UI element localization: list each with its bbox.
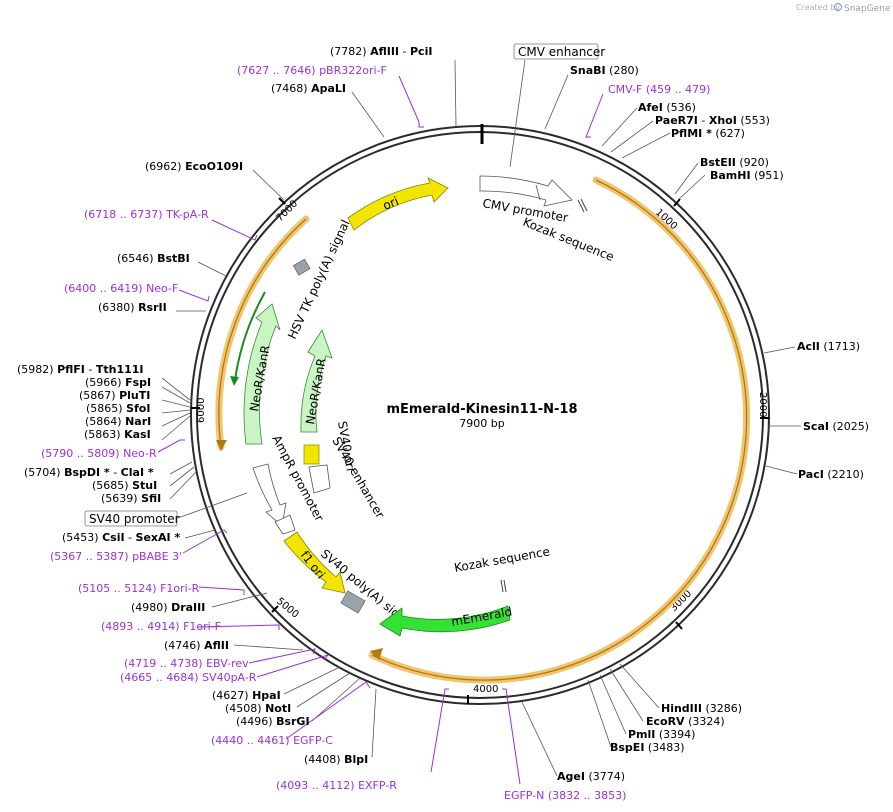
ampr-promoter-feature[interactable] bbox=[252, 463, 287, 527]
neo-orf-arrowhead bbox=[216, 440, 227, 451]
primer-exfp-r[interactable]: (4093 .. 4112) EXFP-R bbox=[276, 779, 397, 792]
site-fspi[interactable]: (5966) FspI bbox=[85, 376, 151, 389]
site-nari[interactable]: (5864) NarI bbox=[85, 415, 151, 428]
site-agei[interactable]: AgeI (3774) bbox=[557, 770, 625, 783]
site-blpi[interactable]: (4408) BlpI bbox=[304, 753, 368, 766]
sv40-ori-feature[interactable] bbox=[303, 444, 320, 465]
site-leaders bbox=[161, 59, 801, 777]
backbone-inner-ring bbox=[196, 131, 764, 699]
site-paer7i-xhoi[interactable]: PaeR7I - XhoI (553) bbox=[655, 114, 770, 127]
orf-arc-line bbox=[371, 179, 748, 681]
primer-neo-r[interactable]: (5790 .. 5809) Neo-R bbox=[41, 447, 157, 460]
cmv-enhancer-leader bbox=[509, 59, 526, 168]
primer-labels: (7627 .. 7646) pBR322ori-F CMV-F (459 ..… bbox=[41, 64, 710, 802]
site-rsrii[interactable]: (6380) RsrII bbox=[98, 301, 167, 314]
hsv-tk-label: HSV TK poly(A) signal bbox=[285, 218, 353, 342]
site-draiii[interactable]: (4980) DraIII bbox=[131, 601, 205, 614]
neo-green-line bbox=[234, 291, 266, 381]
site-noti[interactable]: (4508) NotI bbox=[225, 702, 291, 715]
neo-orf-arc-line bbox=[218, 218, 307, 448]
site-bsrgi[interactable]: (4496) BsrGI bbox=[236, 715, 310, 728]
site-pluti[interactable]: (5867) PluTI bbox=[79, 389, 150, 402]
snapgene-logo-icon bbox=[833, 2, 843, 12]
site-hindiii[interactable]: HindIII (3286) bbox=[661, 702, 742, 715]
site-afliii-pcii[interactable]: (7782) AflIII - PciI bbox=[330, 45, 432, 58]
site-bstbi[interactable]: (6546) BstBI bbox=[117, 252, 190, 265]
site-hpai[interactable]: (4627) HpaI bbox=[212, 689, 281, 702]
neokan-outer-feature[interactable] bbox=[243, 303, 281, 445]
orf-arrowhead bbox=[370, 648, 383, 660]
cmv-promoter-feature[interactable] bbox=[479, 175, 573, 207]
primer-f1ori-r[interactable]: (5105 .. 5124) F1ori-R bbox=[78, 582, 200, 595]
site-pflmi[interactable]: PflMI * (627) bbox=[671, 127, 745, 140]
tick-7000: 7000 bbox=[274, 198, 300, 224]
primer-egfp-c[interactable]: (4440 .. 4461) EGFP-C bbox=[211, 734, 333, 747]
plasmid-name: mEmerald-Kinesin11-N-18 bbox=[386, 402, 577, 417]
neokan-inner-feature[interactable] bbox=[300, 329, 333, 433]
sv40-promoter-leader bbox=[177, 492, 248, 519]
ampr-small-feature bbox=[274, 514, 296, 535]
primer-neo-f[interactable]: (6400 .. 6419) Neo-F bbox=[64, 282, 178, 295]
site-sfii[interactable]: (5639) SfiI bbox=[101, 492, 161, 505]
site-bamhi[interactable]: BamHI (951) bbox=[710, 169, 784, 182]
sv40-promoter-label: SV40 promoter bbox=[89, 512, 180, 526]
site-paci[interactable]: PacI (2210) bbox=[798, 468, 864, 481]
kozak-mark-bottom-b bbox=[503, 579, 507, 593]
site-kasi[interactable]: (5863) KasI bbox=[84, 428, 151, 441]
site-pmli[interactable]: PmlI (3394) bbox=[628, 728, 695, 741]
primer-f1ori-f[interactable]: (4893 .. 4914) F1ori-F bbox=[101, 620, 221, 633]
snapgene-brand: Created by SnapGene bbox=[796, 2, 891, 14]
sv40-enhancer-label: SV40 enhancer bbox=[329, 435, 387, 521]
ori-label: ori bbox=[381, 194, 401, 213]
site-sfoi[interactable]: (5865) SfoI bbox=[86, 402, 150, 415]
primer-ebv-rev[interactable]: (4719 .. 4738) EBV-rev bbox=[124, 657, 249, 670]
kozak-mark-top-a bbox=[577, 199, 585, 213]
site-csii-sexai[interactable]: (5453) CsiI - SexAI * bbox=[62, 531, 180, 544]
site-afei[interactable]: AfeI (536) bbox=[638, 101, 696, 114]
sv40-polya-feature[interactable] bbox=[340, 590, 366, 614]
site-snabi[interactable]: SnaBI (280) bbox=[570, 64, 639, 77]
primer-cmv-f[interactable]: CMV-F (459 .. 479) bbox=[608, 83, 710, 96]
primer-egfp-n[interactable]: EGFP-N (3832 .. 3853) bbox=[504, 789, 626, 802]
site-aflii[interactable]: (4746) AflII bbox=[164, 639, 229, 652]
sv40-promoter-feature[interactable] bbox=[308, 464, 331, 494]
site-apali[interactable]: (7468) ApaLI bbox=[271, 82, 346, 95]
plasmid-length: 7900 bp bbox=[459, 417, 504, 430]
backbone-outer-ring bbox=[190, 125, 770, 705]
primer-tk-pa-r[interactable]: (6718 .. 6737) TK-pA-R bbox=[84, 208, 209, 221]
brand-created-by: Created by bbox=[796, 3, 840, 12]
tick-6000: 6000 bbox=[196, 398, 207, 423]
site-bsteii[interactable]: BstEII (920) bbox=[700, 156, 769, 169]
primer-sv40pa-r[interactable]: (4665 .. 4684) SV40pA-R bbox=[120, 671, 257, 684]
ori-feature[interactable] bbox=[347, 177, 449, 231]
tick-5000: 5000 bbox=[274, 596, 301, 621]
kozak-mark-bottom-a bbox=[500, 579, 504, 593]
neo-green-arrowhead bbox=[230, 376, 239, 386]
kozak-mark-top-b bbox=[580, 198, 588, 212]
site-bspei[interactable]: BspEI (3483) bbox=[610, 741, 685, 754]
site-ecorv[interactable]: EcoRV (3324) bbox=[646, 715, 725, 728]
tick-2000: 2000 bbox=[757, 392, 768, 417]
hsv-tk-polya-feature[interactable] bbox=[292, 258, 311, 276]
primer-pbr322ori-f[interactable]: (7627 .. 7646) pBR322ori-F bbox=[237, 64, 387, 77]
cmv-enhancer-box[interactable]: CMV enhancer bbox=[513, 43, 605, 60]
kozak-top-label: Kozak sequence bbox=[521, 215, 616, 264]
site-stui[interactable]: (5685) StuI bbox=[92, 479, 157, 492]
f1-ori-feature[interactable] bbox=[283, 531, 346, 594]
site-bspdi-clai[interactable]: (5704) BspDI * - ClaI * bbox=[24, 466, 154, 479]
tick-4000: 4000 bbox=[473, 684, 498, 695]
sv40-promoter-box[interactable]: SV40 promoter bbox=[84, 510, 180, 527]
site-ecoo109i[interactable]: (6962) EcoO109I bbox=[145, 160, 243, 173]
site-acli[interactable]: AclI (1713) bbox=[797, 340, 860, 353]
site-scai[interactable]: ScaI (2025) bbox=[803, 420, 869, 433]
primer-leaders bbox=[157, 75, 604, 785]
site-pflfi[interactable]: (5982) PflFI - Tth111I bbox=[17, 363, 144, 376]
cmv-enhancer-label: CMV enhancer bbox=[518, 45, 605, 59]
memerald-feature[interactable] bbox=[379, 605, 511, 637]
kozak-bottom-label: Kozak sequence bbox=[453, 544, 551, 575]
site-labels: (7782) AflIII - PciI (7468) ApaLI (6962)… bbox=[17, 45, 869, 783]
brand-name: SnapGene bbox=[844, 4, 891, 14]
primer-pbabe-3[interactable]: (5367 .. 5387) pBABE 3' bbox=[50, 550, 182, 563]
